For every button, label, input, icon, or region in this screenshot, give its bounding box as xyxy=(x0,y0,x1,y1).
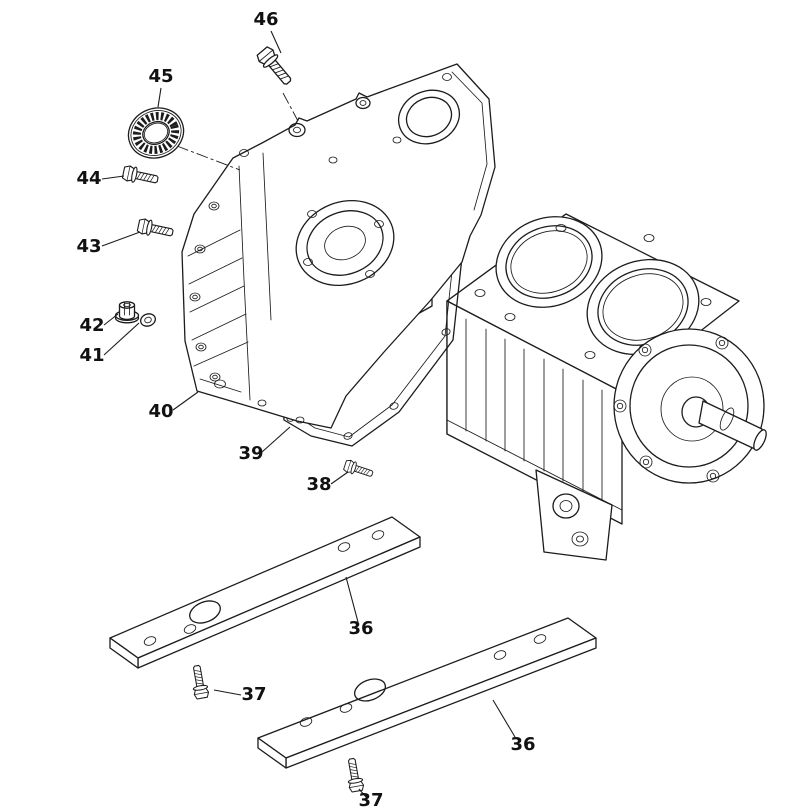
part-number-label: 43 xyxy=(76,236,101,257)
mounting-plate-upper xyxy=(109,516,421,669)
cover-flange-holes xyxy=(189,201,221,382)
callout-36-lower: 36 xyxy=(492,699,536,755)
callout-38: 38 xyxy=(306,471,349,495)
cover-opening-bolt-holes xyxy=(303,210,384,278)
bolt-46 xyxy=(254,44,297,89)
crankshaft-stub xyxy=(698,400,767,451)
lower-bracket xyxy=(535,469,613,561)
callout-44: 44 xyxy=(76,168,125,189)
part-number-label: 45 xyxy=(148,66,173,87)
callout-37-upper: 37 xyxy=(213,684,267,705)
flywheel-housing xyxy=(613,328,765,484)
head-bolt-holes xyxy=(474,224,712,359)
leader-line xyxy=(103,313,119,326)
leader-line xyxy=(358,788,367,798)
callout-43: 43 xyxy=(76,231,141,257)
leader-line xyxy=(172,391,199,411)
bolt-44 xyxy=(121,164,160,188)
callout-41: 41 xyxy=(79,322,140,366)
seal-centerline xyxy=(176,145,241,171)
part-number-label: 42 xyxy=(79,315,104,336)
bolt-37-lower xyxy=(343,757,365,793)
part-number-label: 44 xyxy=(76,168,101,189)
part-number-label: 46 xyxy=(253,9,278,30)
leader-line xyxy=(345,576,359,623)
flange-nut-42 xyxy=(114,301,140,324)
cylinder-bore-front xyxy=(495,216,603,308)
part-number-label: 41 xyxy=(79,345,104,366)
cover-upper-opening xyxy=(398,89,460,145)
callout-37-lower: 37 xyxy=(358,788,384,809)
part-number-label: 40 xyxy=(148,401,173,422)
leader-line xyxy=(330,471,349,485)
part-number-label: 39 xyxy=(238,443,263,464)
callout-46: 46 xyxy=(253,9,282,54)
mounting-plate-lower xyxy=(257,617,597,769)
oil-seal xyxy=(127,107,185,159)
part-number-label: 37 xyxy=(241,684,266,705)
cylinder-block xyxy=(359,213,767,561)
part-number-label: 36 xyxy=(510,734,535,755)
leader-line xyxy=(213,689,242,696)
cover-ribs xyxy=(187,229,249,367)
bolt-37-upper xyxy=(188,664,210,700)
part-number-label: 38 xyxy=(306,474,331,495)
leader-line xyxy=(492,699,516,738)
bolt46-centerline xyxy=(282,92,299,122)
leader-line xyxy=(270,30,282,54)
callout-36-upper: 36 xyxy=(345,576,374,639)
cover-top-bosses xyxy=(239,73,452,164)
callout-39: 39 xyxy=(238,426,291,464)
leader-line xyxy=(101,175,125,180)
bolt-43 xyxy=(136,217,175,241)
gear-case-cover xyxy=(181,63,496,429)
part-number-label: 36 xyxy=(348,618,373,639)
callout-45: 45 xyxy=(148,66,174,108)
leader-line xyxy=(261,426,291,453)
washer-41 xyxy=(140,313,156,327)
leader-line xyxy=(101,231,141,247)
block-front-face xyxy=(446,300,623,525)
callout-42: 42 xyxy=(79,313,119,336)
callouts: 46 45 44 43 42 41 40 39 xyxy=(76,9,535,809)
leader-line xyxy=(103,322,140,356)
callout-40: 40 xyxy=(148,391,199,422)
cover-crank-opening xyxy=(295,199,395,287)
part-number-label: 37 xyxy=(358,790,383,809)
leader-line xyxy=(157,87,162,108)
bolt-38 xyxy=(342,458,375,481)
